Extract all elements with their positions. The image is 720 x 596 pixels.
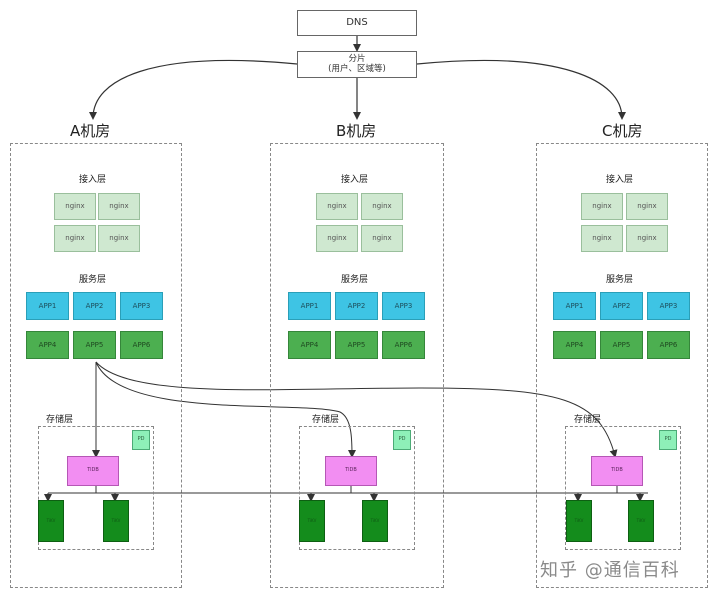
room-a-access-layer-label: 接入层 xyxy=(79,175,107,185)
room-b-storage-container xyxy=(299,426,415,550)
room-b-nginx-3: nginx xyxy=(316,225,358,252)
shard-sub-label: (用户、区域等) xyxy=(328,63,386,74)
room-c-nginx-2: nginx xyxy=(626,193,668,220)
room-c-container xyxy=(536,143,708,588)
room-a-storage-container xyxy=(38,426,154,550)
room-a-service-layer-label: 服务层 xyxy=(79,275,107,285)
room-a-nginx-1: nginx xyxy=(54,193,96,220)
room-b-app2: APP2 xyxy=(335,292,378,320)
room-a-tidb: TiDB xyxy=(67,456,119,486)
room-b-app4: APP4 xyxy=(288,331,331,359)
room-a-tikv-1: TiKV xyxy=(38,500,64,542)
room-c-app5: APP5 xyxy=(600,331,643,359)
room-a-app1: APP1 xyxy=(26,292,69,320)
room-a-app5: APP5 xyxy=(73,331,116,359)
room-a-storage-layer-label: 存储层 xyxy=(46,415,74,425)
room-a-tikv-2: TiKV xyxy=(103,500,129,542)
room-c-storage-layer-label: 存储层 xyxy=(574,415,602,425)
room-a-app4: APP4 xyxy=(26,331,69,359)
room-c-app4: APP4 xyxy=(553,331,596,359)
room-b-nginx-1: nginx xyxy=(316,193,358,220)
room-c-app2: APP2 xyxy=(600,292,643,320)
room-c-title: C机房 xyxy=(602,122,643,140)
room-b-tidb: TiDB xyxy=(325,456,377,486)
room-c-tikv-2: TiKV xyxy=(628,500,654,542)
room-c-pd: PD xyxy=(659,430,677,450)
room-b-app3: APP3 xyxy=(382,292,425,320)
room-b-title: B机房 xyxy=(336,122,377,140)
room-c-app3: APP3 xyxy=(647,292,690,320)
room-a-nginx-2: nginx xyxy=(98,193,140,220)
shard-to-room-c-arrow xyxy=(416,59,626,120)
room-a-app6: APP6 xyxy=(120,331,163,359)
room-b-app1: APP1 xyxy=(288,292,331,320)
room-c-tikv-1: TiKV xyxy=(566,500,592,542)
room-b-app6: APP6 xyxy=(382,331,425,359)
room-a-app3: APP3 xyxy=(120,292,163,320)
room-b-app5: APP5 xyxy=(335,331,378,359)
room-b-container xyxy=(270,143,444,588)
room-a-container xyxy=(10,143,182,588)
watermark-text: 知乎 @通信百科 xyxy=(540,560,680,581)
room-c-storage-container xyxy=(565,426,681,550)
room-b-storage-layer-label: 存储层 xyxy=(312,415,340,425)
dns-box: DNS xyxy=(297,10,417,36)
room-c-service-layer-label: 服务层 xyxy=(606,275,634,285)
room-c-nginx-3: nginx xyxy=(581,225,623,252)
room-b-nginx-2: nginx xyxy=(361,193,403,220)
shard-label: 分片 xyxy=(348,53,366,64)
room-b-tikv-2: TiKV xyxy=(362,500,388,542)
shard-box: 分片 (用户、区域等) xyxy=(297,51,417,78)
room-c-nginx-1: nginx xyxy=(581,193,623,220)
room-b-access-layer-label: 接入层 xyxy=(341,175,369,185)
room-c-tidb: TiDB xyxy=(591,456,643,486)
room-a-nginx-3: nginx xyxy=(54,225,96,252)
room-c-access-layer-label: 接入层 xyxy=(606,175,634,185)
room-b-pd: PD xyxy=(393,430,411,450)
app5-to-tidb-c-arrow xyxy=(95,361,618,458)
room-c-app1: APP1 xyxy=(553,292,596,320)
shard-to-room-a-arrow xyxy=(89,59,298,120)
room-c-app6: APP6 xyxy=(647,331,690,359)
room-a-pd: PD xyxy=(132,430,150,450)
room-a-nginx-4: nginx xyxy=(98,225,140,252)
room-a-app2: APP2 xyxy=(73,292,116,320)
room-b-nginx-4: nginx xyxy=(361,225,403,252)
room-b-tikv-1: TiKV xyxy=(299,500,325,542)
app5-to-tidb-b-arrow xyxy=(95,361,356,458)
room-b-service-layer-label: 服务层 xyxy=(341,275,369,285)
room-c-nginx-4: nginx xyxy=(626,225,668,252)
room-a-title: A机房 xyxy=(70,122,111,140)
dns-label: DNS xyxy=(346,17,368,29)
